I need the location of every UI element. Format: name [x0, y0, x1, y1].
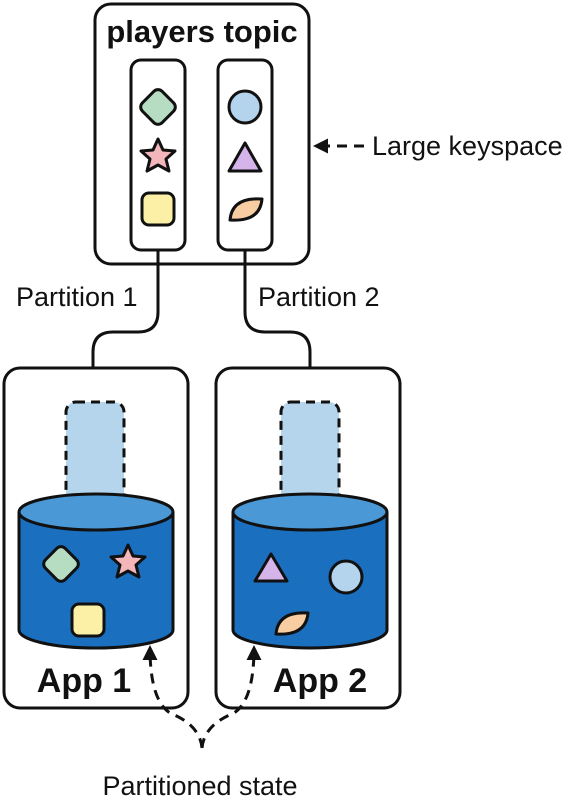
partition-1-arrow — [85, 251, 160, 396]
partition-2-label: Partition 2 — [258, 282, 380, 312]
app-2-stream — [279, 400, 341, 514]
star-icon — [139, 137, 177, 173]
app-1-box: App 1 — [2, 366, 190, 710]
keyspace-annotation: Large keyspace — [313, 131, 563, 161]
keyspace-label: Large keyspace — [372, 131, 563, 161]
star-icon — [109, 543, 147, 579]
triangle-icon — [253, 552, 289, 583]
partition-2-arrow — [243, 251, 318, 396]
diamond-icon — [42, 545, 80, 583]
app-2-state-store — [231, 492, 389, 650]
app-1-stream — [64, 400, 126, 514]
partition-1-column — [129, 58, 187, 252]
triangle-icon — [227, 141, 263, 173]
square-icon — [70, 602, 106, 638]
partition-1-label: Partition 1 — [16, 282, 138, 312]
app-2-label: App 2 — [273, 662, 367, 700]
app-2-box: App 2 — [214, 366, 402, 710]
partitioned-state-label: Partitioned state — [102, 771, 297, 801]
circle-icon — [227, 89, 263, 125]
circle-icon — [328, 559, 364, 595]
leaf-icon — [274, 611, 310, 636]
partitioned-state-annotation: Partitioned state — [102, 645, 298, 801]
topic-title: players topic — [106, 14, 297, 49]
diamond-icon — [139, 88, 177, 126]
square-icon — [140, 191, 176, 227]
players-topic-box: players topic — [93, 2, 311, 266]
partition-2-column — [216, 58, 274, 252]
app-1-state-store — [17, 492, 175, 650]
app-1-label: App 1 — [37, 662, 131, 700]
leaf-icon — [228, 197, 264, 222]
